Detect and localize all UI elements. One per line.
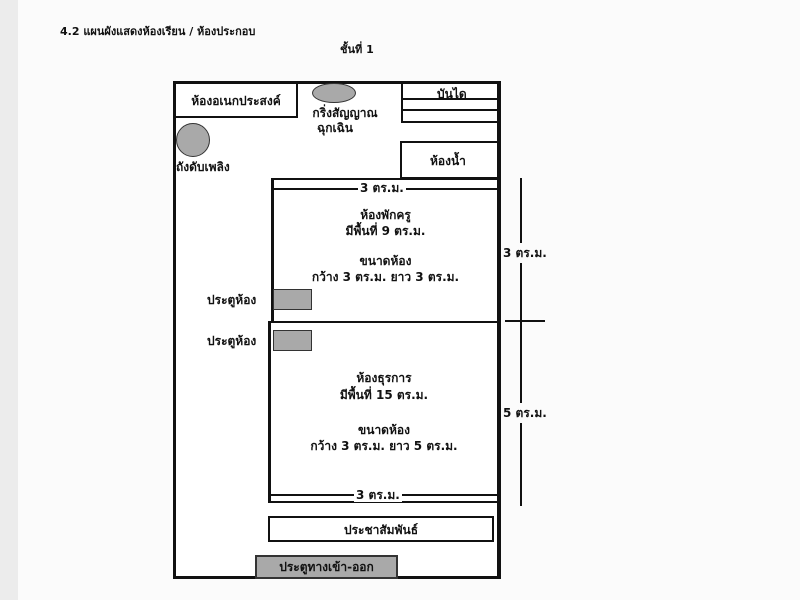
page-edge xyxy=(0,0,18,600)
teacher-size-title: ขนาดห้อง xyxy=(359,254,412,268)
teacher-room-name: ห้องพักครู xyxy=(360,208,411,222)
office-size-title: ขนาดห้อง xyxy=(358,423,410,437)
stairs-label: บันได xyxy=(437,87,467,101)
fire-extinguisher-icon xyxy=(176,123,210,157)
entrance-door: ประตูทางเข้า-ออก xyxy=(255,555,398,579)
multipurpose-label: ห้องอเนกประสงค์ xyxy=(191,94,281,108)
dimension-line xyxy=(520,423,522,506)
teacher-size: กว้าง 3 ตร.ม. ยาว 3 ตร.ม. xyxy=(311,270,460,284)
dimension-tick xyxy=(505,320,545,322)
office-room-area: มีพื้นที่ 15 ตร.ม. xyxy=(339,388,429,402)
teacher-room-area: มีพื้นที่ 9 ตร.ม. xyxy=(345,224,426,238)
stairs: บันได xyxy=(401,81,501,123)
dimension-upper-label: 3 ตร.ม. xyxy=(503,246,547,260)
office-width-label: 3 ตร.ม. xyxy=(354,488,402,502)
alarm-label-2: ฉุกเฉิน xyxy=(317,121,353,135)
stair-step xyxy=(403,98,497,100)
room-door xyxy=(273,330,312,351)
office-room: 3 ตร.ม. ห้องธุรการ มีพื้นที่ 15 ตร.ม. ขน… xyxy=(268,321,501,503)
door-label-2: ประตูห้อง xyxy=(207,334,257,348)
alarm-label-1: กริ่งสัญญาณ xyxy=(312,106,378,120)
teacher-width-label: 3 ตร.ม. xyxy=(358,181,406,195)
teacher-room: 3 ตร.ม. ห้องพักครู มีพื้นที่ 9 ตร.ม. ขนา… xyxy=(271,178,501,323)
page-heading: 4.2 แผนผังแสดงห้องเรียน / ห้องประกอบ xyxy=(60,25,256,38)
pr-counter: ประชาสัมพันธ์ xyxy=(268,516,494,542)
dimension-line xyxy=(520,178,522,243)
entrance-label: ประตูทางเข้า-ออก xyxy=(279,560,374,574)
floor-title: ชั้นที่ 1 xyxy=(340,43,374,56)
multipurpose-room: ห้องอเนกประสงค์ xyxy=(173,81,298,118)
office-size: กว้าง 3 ตร.ม. ยาว 5 ตร.ม. xyxy=(310,439,458,453)
pr-label: ประชาสัมพันธ์ xyxy=(343,523,419,537)
restroom-label: ห้องน้ำ xyxy=(430,154,466,168)
dimension-line xyxy=(520,263,522,403)
office-room-name: ห้องธุรการ xyxy=(356,371,412,385)
restroom: ห้องน้ำ xyxy=(400,141,501,179)
extinguisher-label: ถังดับเพลิง xyxy=(176,160,230,174)
stair-step xyxy=(403,109,497,111)
dimension-lower-label: 5 ตร.ม. xyxy=(503,406,547,420)
room-door xyxy=(273,289,312,310)
emergency-bell-icon xyxy=(312,83,356,103)
door-label-1: ประตูห้อง xyxy=(207,293,257,307)
